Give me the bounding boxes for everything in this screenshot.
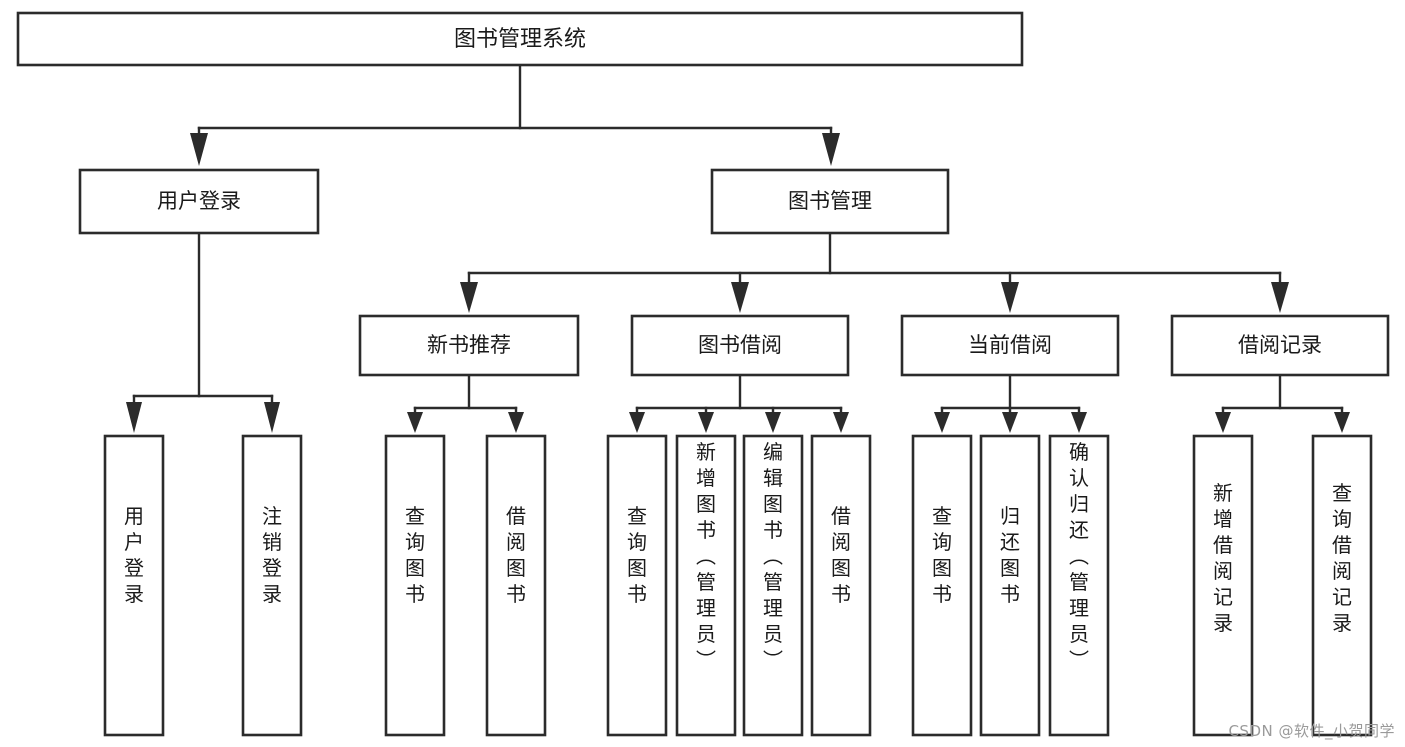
arrow-head-book-borrow bbox=[731, 282, 749, 313]
leaf-node-logout-label: 注销登录 bbox=[262, 504, 282, 606]
leaf-node-query-borrow-record[interactable]: 查询借阅记录 bbox=[1311, 434, 1373, 737]
connector-group-current-borrow bbox=[934, 373, 1087, 433]
arrow-head-leaf-query-book-3 bbox=[934, 412, 950, 433]
node-borrow-record-label: 借阅记录 bbox=[1238, 333, 1322, 357]
node-new-book-recommend-box[interactable] bbox=[358, 314, 580, 377]
leaf-node-borrow-book-1-label: 借阅图书 bbox=[506, 504, 526, 606]
leaf-node-logout[interactable]: 注销登录 bbox=[241, 434, 303, 737]
leaf-node-query-book-3[interactable]: 查询图书 bbox=[911, 434, 973, 737]
leaf-node-query-book-1-box[interactable] bbox=[384, 434, 446, 737]
node-borrow-record-box[interactable] bbox=[1170, 314, 1390, 377]
connector-group-new-book-rec bbox=[407, 373, 524, 433]
leaf-node-user-login-box[interactable] bbox=[103, 434, 165, 737]
node-user-login-box[interactable] bbox=[78, 168, 320, 235]
node-user-login-label: 用户登录 bbox=[157, 189, 241, 213]
leaf-node-confirm-return-admin[interactable]: 确认归还︵管理员︶ bbox=[1048, 434, 1110, 737]
leaf-node-borrow-book-2[interactable]: 借阅图书 bbox=[810, 434, 872, 737]
leaf-node-logout-box[interactable] bbox=[241, 434, 303, 737]
leaf-node-edit-book-admin[interactable]: 编辑图书︵管理员︶ bbox=[742, 434, 804, 737]
csdn-watermark: CSDN @软件_小贺同学 bbox=[1228, 722, 1395, 740]
leaf-node-borrow-book-1-box[interactable] bbox=[485, 434, 547, 737]
arrow-head-user-login bbox=[190, 133, 208, 166]
leaf-node-borrow-book-2-box[interactable] bbox=[810, 434, 872, 737]
arrow-head-leaf-edit-book bbox=[765, 412, 781, 433]
arrow-head-leaf-confirm-return bbox=[1071, 412, 1087, 433]
node-root-system-box[interactable] bbox=[16, 11, 1024, 67]
leaf-node-add-book-admin[interactable]: 新增图书︵管理员︶ bbox=[675, 434, 737, 737]
arrow-head-book-mgmt bbox=[822, 133, 840, 166]
leaf-node-query-book-2-label: 查询图书 bbox=[627, 504, 647, 606]
leaf-node-edit-book-admin-label: 编辑图书︵管理员︶ bbox=[763, 440, 783, 672]
leaf-node-return-book-box[interactable] bbox=[979, 434, 1041, 737]
connector-group-root bbox=[190, 63, 840, 166]
arrow-head-leaf-user-login bbox=[126, 402, 142, 433]
leaf-node-edit-book-admin-box[interactable] bbox=[742, 434, 804, 737]
leaf-node-confirm-return-admin-box[interactable] bbox=[1048, 434, 1110, 737]
leaf-node-add-borrow-record-label: 新增借阅记录 bbox=[1213, 481, 1233, 635]
connector-group-book-borrow bbox=[629, 373, 849, 433]
leaf-node-borrow-book-2-label: 借阅图书 bbox=[831, 504, 851, 606]
arrow-head-leaf-add-book bbox=[698, 412, 714, 433]
leaf-node-add-borrow-record-box[interactable] bbox=[1192, 434, 1254, 737]
arrow-head-leaf-add-record bbox=[1215, 412, 1231, 433]
leaf-node-return-book-label: 归还图书 bbox=[1000, 504, 1020, 606]
arrow-head-leaf-borrow-book-1 bbox=[508, 412, 524, 433]
arrow-head-current-borrow bbox=[1001, 282, 1019, 313]
arrow-head-borrow-record bbox=[1271, 282, 1289, 313]
leaf-node-query-book-3-box[interactable] bbox=[911, 434, 973, 737]
leaf-node-query-book-1[interactable]: 查询图书 bbox=[384, 434, 446, 737]
node-current-borrow-box[interactable] bbox=[900, 314, 1120, 377]
leaf-node-user-login[interactable]: 用户登录 bbox=[103, 434, 165, 737]
leaf-node-query-book-2-box[interactable] bbox=[606, 434, 668, 737]
leaf-node-query-borrow-record-box[interactable] bbox=[1311, 434, 1373, 737]
node-book-management[interactable]: 图书管理 bbox=[710, 168, 950, 235]
leaf-node-query-book-2[interactable]: 查询图书 bbox=[606, 434, 668, 737]
leaf-node-return-book[interactable]: 归还图书 bbox=[979, 434, 1041, 737]
node-book-management-label: 图书管理 bbox=[788, 189, 872, 213]
connector-group-book-mgmt bbox=[460, 231, 1289, 313]
arrow-head-new-book-rec bbox=[460, 282, 478, 313]
leaf-node-borrow-book-1[interactable]: 借阅图书 bbox=[485, 434, 547, 737]
arrow-head-leaf-query-book-1 bbox=[407, 412, 423, 433]
node-root-system-label: 图书管理系统 bbox=[454, 27, 586, 52]
arrow-head-leaf-logout bbox=[264, 402, 280, 433]
node-book-borrow-label: 图书借阅 bbox=[698, 333, 782, 357]
node-root-system[interactable]: 图书管理系统 bbox=[16, 11, 1024, 67]
leaf-node-confirm-return-admin-label: 确认归还︵管理员︶ bbox=[1069, 440, 1089, 672]
node-book-borrow[interactable]: 图书借阅 bbox=[630, 314, 850, 377]
node-book-borrow-box[interactable] bbox=[630, 314, 850, 377]
arrow-head-leaf-query-record bbox=[1334, 412, 1350, 433]
arrow-head-leaf-return-book bbox=[1002, 412, 1018, 433]
connector-group-borrow-record bbox=[1215, 373, 1350, 433]
leaf-node-query-book-1-label: 查询图书 bbox=[405, 504, 425, 606]
leaf-node-add-book-admin-box[interactable] bbox=[675, 434, 737, 737]
node-new-book-recommend-label: 新书推荐 bbox=[427, 333, 511, 357]
connector-group-user-login bbox=[126, 231, 280, 433]
node-new-book-recommend[interactable]: 新书推荐 bbox=[358, 314, 580, 377]
node-borrow-record[interactable]: 借阅记录 bbox=[1170, 314, 1390, 377]
node-user-login[interactable]: 用户登录 bbox=[78, 168, 320, 235]
leaf-node-user-login-label: 用户登录 bbox=[124, 504, 144, 606]
arrow-head-leaf-query-book-2 bbox=[629, 412, 645, 433]
node-current-borrow-label: 当前借阅 bbox=[968, 333, 1052, 357]
node-book-management-box[interactable] bbox=[710, 168, 950, 235]
node-current-borrow[interactable]: 当前借阅 bbox=[900, 314, 1120, 377]
leaf-node-query-book-3-label: 查询图书 bbox=[932, 504, 952, 606]
leaf-node-add-book-admin-label: 新增图书︵管理员︶ bbox=[696, 440, 716, 672]
leaf-node-add-borrow-record[interactable]: 新增借阅记录 bbox=[1192, 434, 1254, 737]
arrow-head-leaf-borrow-book-2 bbox=[833, 412, 849, 433]
leaf-node-query-borrow-record-label: 查询借阅记录 bbox=[1332, 481, 1352, 635]
